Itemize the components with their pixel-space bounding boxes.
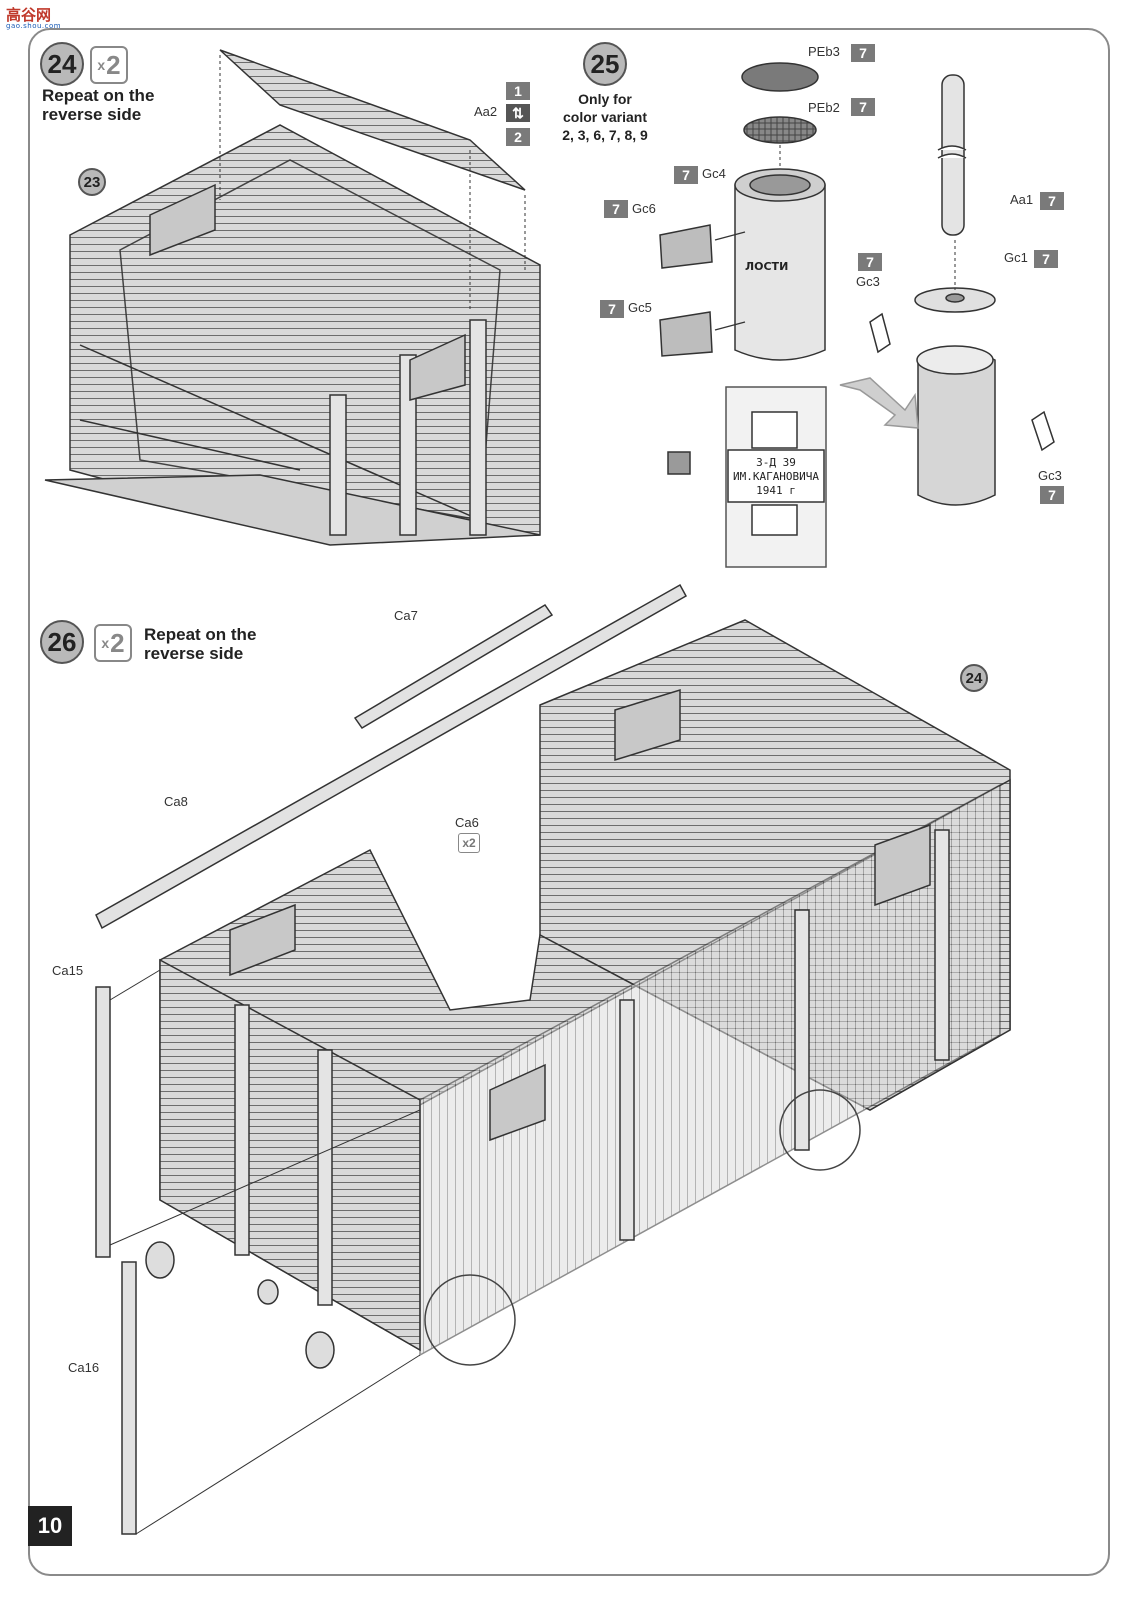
page-number: 10	[28, 1506, 72, 1546]
part-label-ca6: Ca6	[455, 815, 479, 830]
color-badge-peb2: 7	[851, 98, 875, 116]
color-badge-gc6: 7	[604, 200, 628, 218]
color-badge-gc3-left: 7	[858, 253, 882, 271]
step25-stove: ЛОСТИ	[659, 62, 1055, 568]
svg-text:ЛОСТИ: ЛОСТИ	[745, 260, 788, 273]
stencil-line3: 1941 г	[756, 484, 796, 497]
part-label-ca16: Ca16	[68, 1360, 100, 1375]
part-label-ca15: Ca15	[52, 963, 84, 978]
stencil-line2: ИМ.КАГАНОВИЧА	[732, 470, 820, 483]
part-label-aa1: Aa1	[1010, 192, 1034, 207]
part-label-peb3: PEb3	[808, 44, 840, 59]
step26-wagon	[95, 583, 1011, 1535]
step-25-number: 25	[583, 42, 627, 86]
color-badge-aa1: 7	[1040, 192, 1064, 210]
step-25-note-line2: color variant	[562, 109, 648, 125]
part-ca6-multiplier: x2	[458, 833, 480, 853]
part-label-ca7: Ca7	[394, 608, 418, 623]
stencil-line1: 3-Д 39	[756, 456, 796, 469]
color-badge-1: 1	[506, 82, 530, 100]
step-25-note-line1: Only for	[578, 91, 632, 107]
watermark-text: 高谷网	[6, 6, 52, 24]
multiplier-value: 2	[110, 627, 125, 658]
ref-step-23: 23	[78, 168, 106, 196]
part-label-gc4: Gc4	[702, 166, 726, 181]
watermark-url: gao.shou.com	[6, 22, 62, 30]
stencil-marking: 3-Д 39 ИМ.КАГАНОВИЧА 1941 г	[728, 456, 824, 498]
part-label-gc3-right: Gc3	[1038, 468, 1062, 483]
part-label-peb2: PEb2	[808, 100, 840, 115]
color-badge-peb3: 7	[851, 44, 875, 62]
part-label-ca8: Ca8	[164, 794, 188, 809]
part-label-aa2: Aa2	[474, 104, 498, 119]
step-24-number: 24	[40, 42, 84, 86]
page-frame	[28, 28, 1110, 1576]
step24-wagon-end	[44, 49, 541, 546]
step-25-note-line3: 2, 3, 6, 7, 8, 9	[562, 127, 648, 143]
color-badge-gc4: 7	[674, 166, 698, 184]
part-label-gc1: Gc1	[1004, 250, 1028, 265]
step-26-note: Repeat on the reverse side	[144, 625, 257, 663]
color-badge-gc3-right: 7	[1040, 486, 1064, 504]
step-26-number: 26	[40, 620, 84, 664]
ref-step-24: 24	[960, 664, 988, 692]
color-badge-2: 2	[506, 128, 530, 146]
part-label-gc6: Gc6	[632, 201, 656, 216]
watermark-logo: 高谷网 gao.shou.com	[6, 8, 61, 30]
part-label-gc3-left: Gc3	[856, 274, 880, 289]
part-label-gc5: Gc5	[628, 300, 652, 315]
color-badge-gc5: 7	[600, 300, 624, 318]
multiplier-value: 2	[106, 49, 121, 80]
swap-arrows-icon: ⇅	[506, 104, 530, 122]
color-badge-gc1: 7	[1034, 250, 1058, 268]
step-25-note: Only for color variant 2, 3, 6, 7, 8, 9	[555, 90, 655, 144]
step-24-note: Repeat on the reverse side	[42, 86, 155, 124]
